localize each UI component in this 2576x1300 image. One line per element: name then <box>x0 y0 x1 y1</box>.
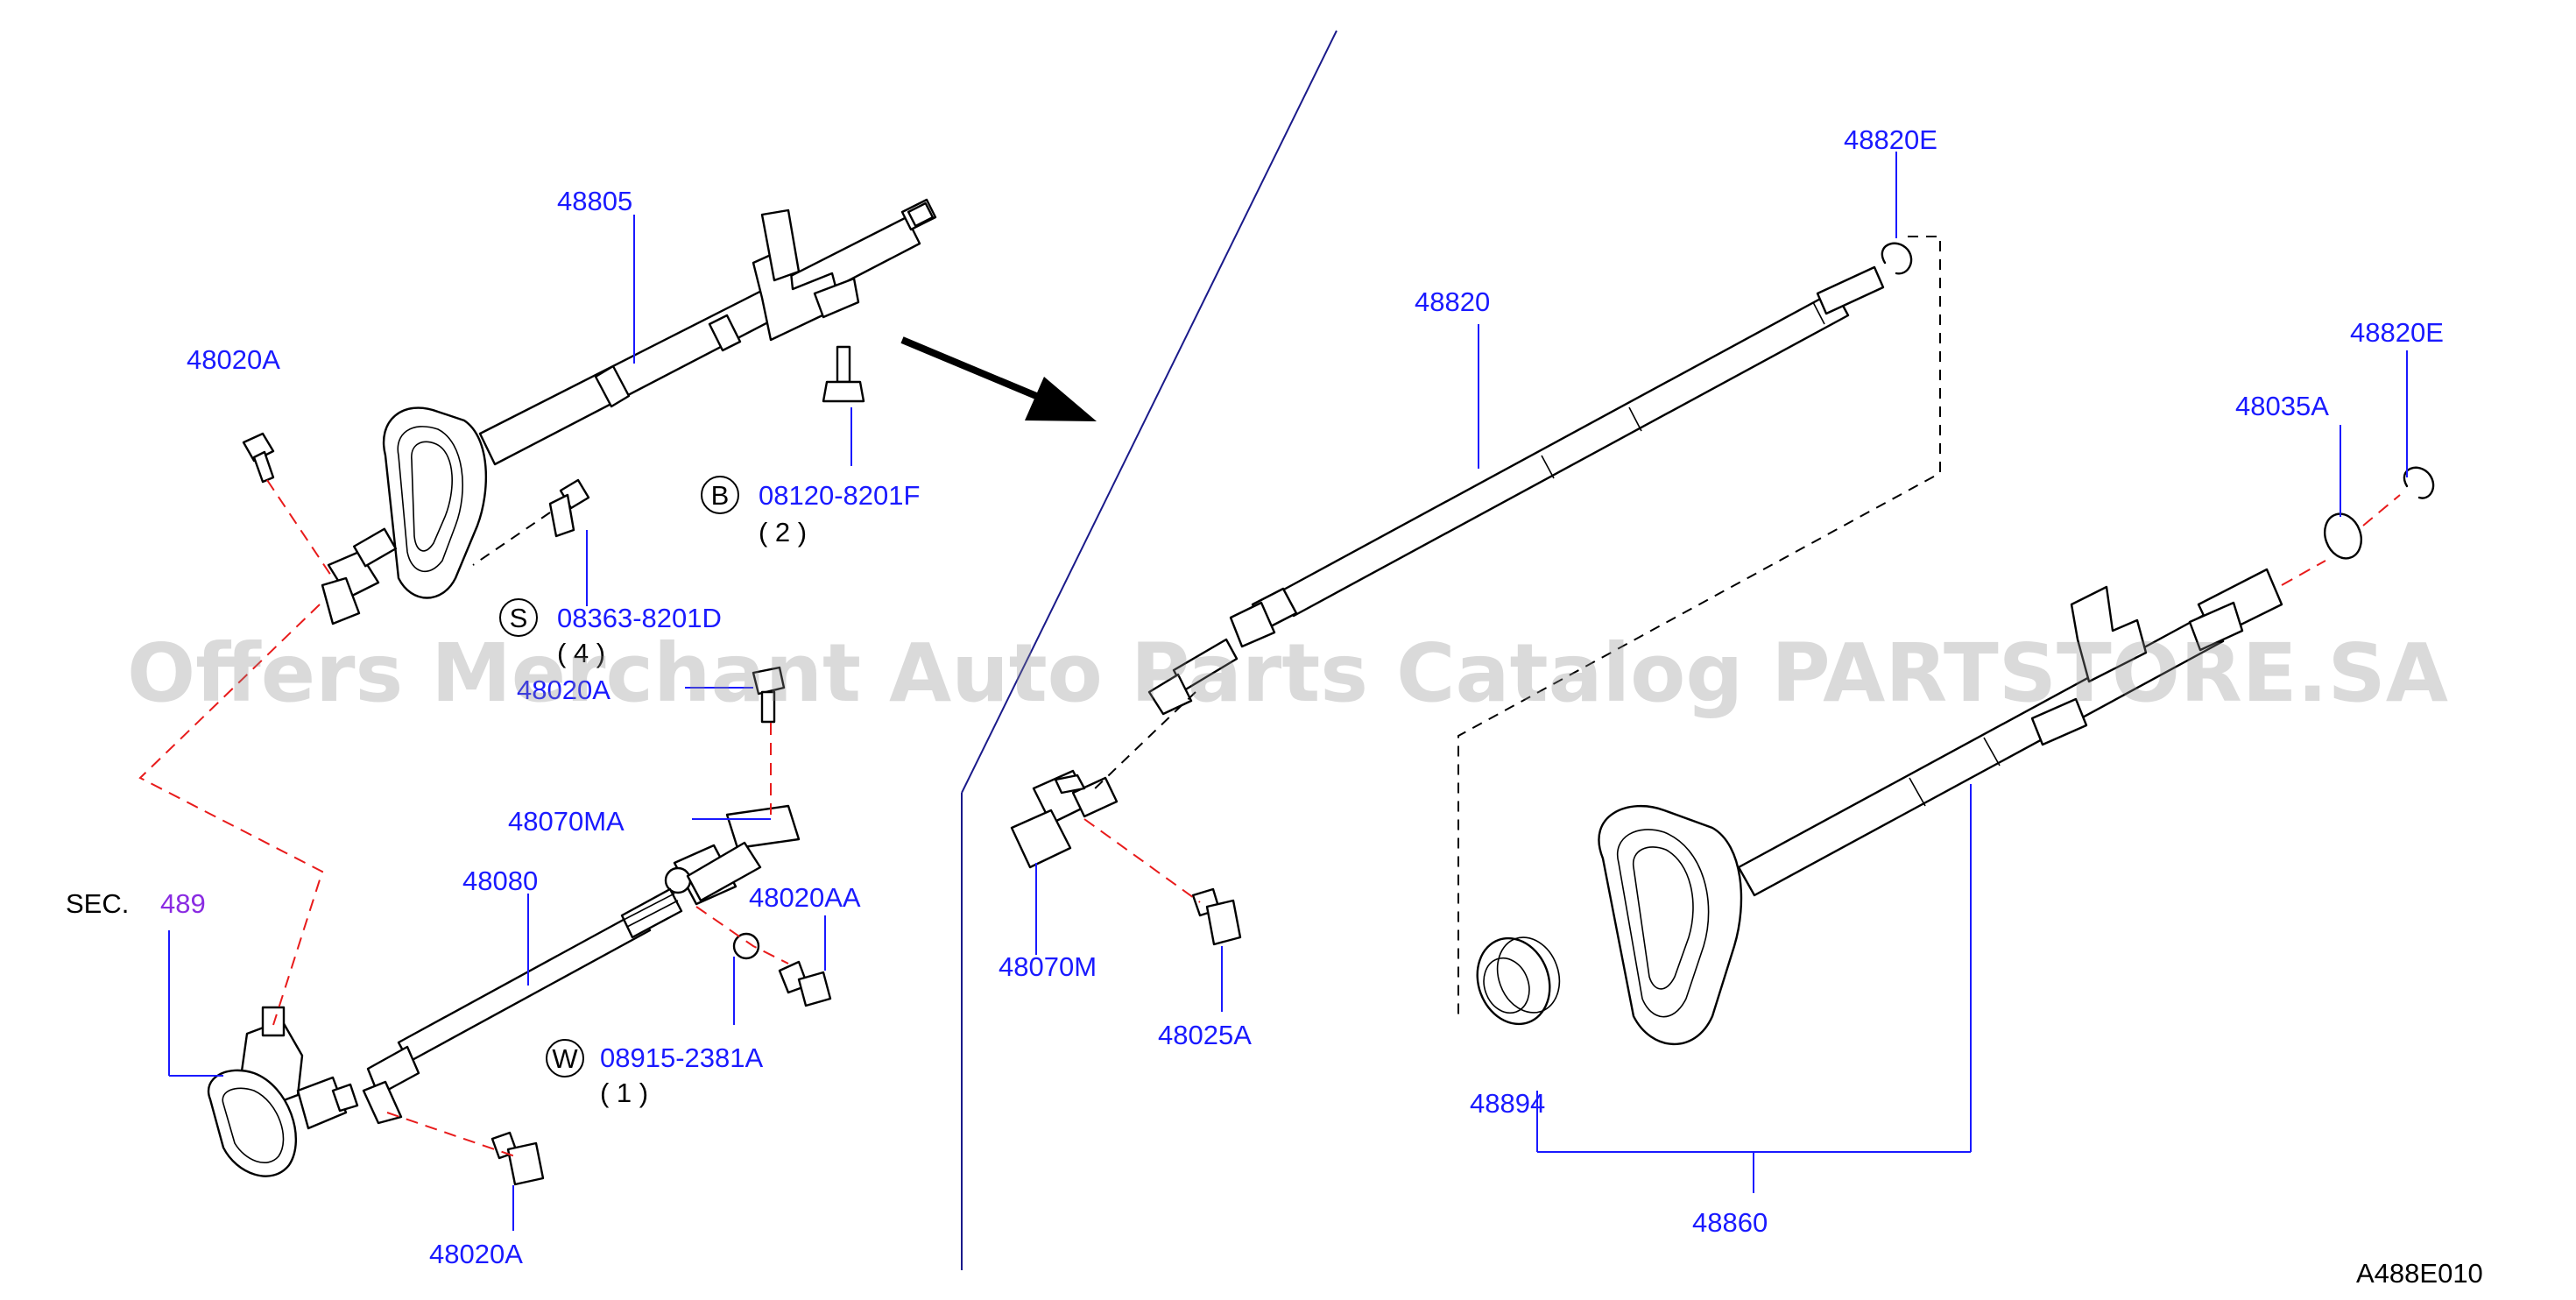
label-48820e-top: 48820E <box>1844 124 1937 155</box>
label-48020a-middle: 48020A <box>517 675 610 705</box>
label-sec-prefix: SEC. <box>66 888 129 919</box>
dashed-links <box>138 236 2401 1157</box>
joint-48070m <box>1010 769 1119 869</box>
steering-gear-sec-489 <box>207 1006 359 1177</box>
joint-48070ma <box>664 804 801 906</box>
label-48860: 48860 <box>1692 1207 1768 1238</box>
label-48035a: 48035A <box>2235 391 2329 421</box>
label-48070m: 48070M <box>999 951 1097 982</box>
label-48080: 48080 <box>462 865 538 896</box>
label-48025a: 48025A <box>1158 1020 1252 1050</box>
label-sec-489[interactable]: 489 <box>160 888 206 919</box>
label-48020aa: 48020AA <box>749 882 861 913</box>
label-diagram-code: A488E010 <box>2356 1258 2483 1289</box>
label-08363-8201d-qty: ( 4 ) <box>557 638 605 668</box>
clip-48820e-right <box>2403 466 2435 499</box>
shaft-48080 <box>362 887 683 1125</box>
steering-column-48805 <box>321 198 937 625</box>
label-08120-8201f-qty: ( 2 ) <box>759 517 807 548</box>
bushing-48894 <box>1476 936 1561 1026</box>
label-08120-8201f: 08120-8201F <box>759 480 920 511</box>
callout-s-letter: S <box>510 603 528 633</box>
bolt-48020a-top <box>242 432 275 484</box>
label-48805: 48805 <box>557 186 632 216</box>
callout-w-letter: W <box>552 1043 578 1074</box>
label-48894: 48894 <box>1470 1088 1545 1119</box>
label-48020a-top: 48020A <box>187 344 280 375</box>
column-tube-48860 <box>1598 568 2283 1046</box>
callout-s: S <box>499 598 538 637</box>
bolt-08363-8201d <box>548 478 590 538</box>
seal-48035a <box>2324 512 2362 560</box>
watermark-text: Offers Merchant Auto Parts Catalog PARTS… <box>127 626 2448 720</box>
bolt-48025a <box>1191 887 1242 946</box>
direction-arrow <box>900 336 1097 421</box>
label-48820: 48820 <box>1415 286 1490 317</box>
clip-48820e-top <box>1881 242 1913 275</box>
callout-b-letter: B <box>711 480 730 511</box>
label-48070ma: 48070MA <box>508 806 625 837</box>
label-08363-8201d: 08363-8201D <box>557 603 722 633</box>
bolt-08120-8201f <box>822 345 865 403</box>
bolt-48020aa <box>778 960 832 1007</box>
bolt-48020a-middle <box>752 666 786 724</box>
label-48020a-bottom: 48020A <box>429 1239 523 1269</box>
callout-b: B <box>701 476 739 514</box>
section-divider <box>961 30 1337 1270</box>
label-08915-2381a: 08915-2381A <box>600 1042 763 1073</box>
shaft-48820 <box>1147 265 1885 716</box>
callout-w: W <box>546 1039 584 1077</box>
bolt-48020a-bottom <box>490 1131 545 1186</box>
label-08915-2381a-qty: ( 1 ) <box>600 1077 648 1108</box>
leader-lines <box>168 152 2408 1231</box>
label-48820e-right: 48820E <box>2350 317 2444 348</box>
